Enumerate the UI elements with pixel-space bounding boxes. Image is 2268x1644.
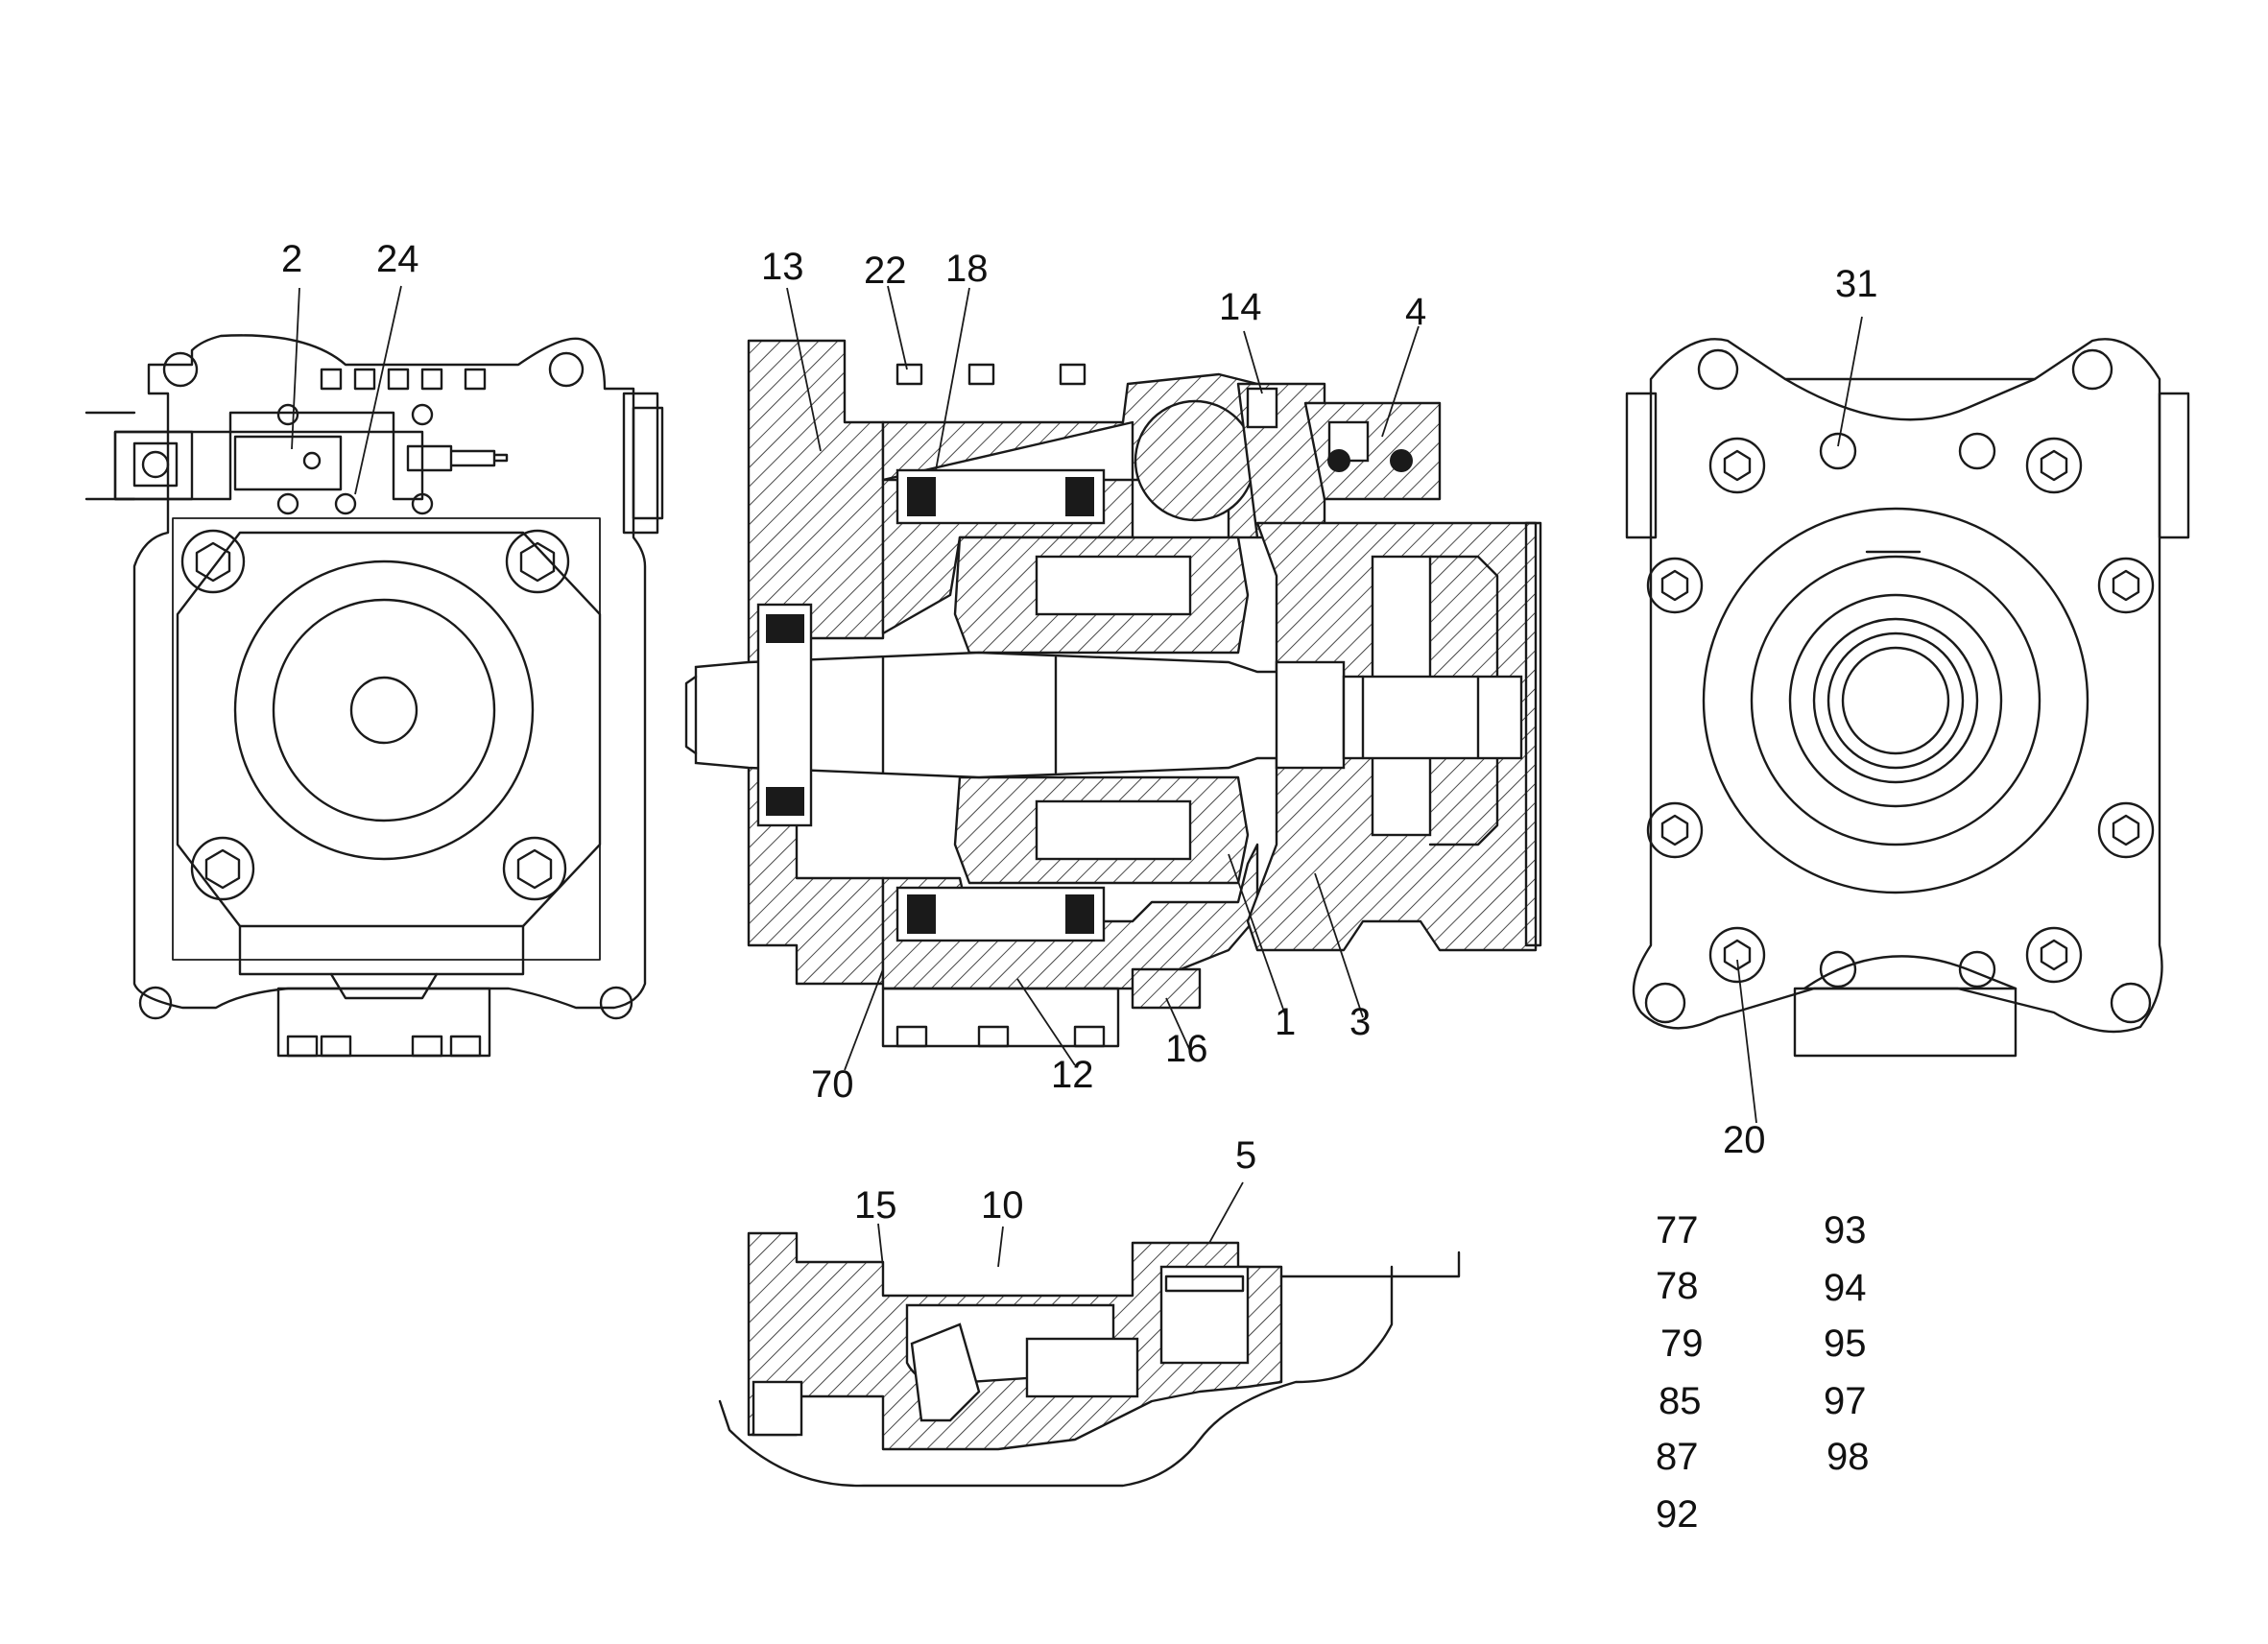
callout-70: 70 (811, 1063, 854, 1106)
part-number: 78 (1656, 1265, 1699, 1307)
front-view (84, 285, 664, 1058)
callout-4: 4 (1405, 291, 1427, 333)
callout-12: 12 (1051, 1054, 1094, 1096)
callout-13: 13 (761, 246, 804, 288)
callout-1: 1 (1275, 1001, 1297, 1043)
part-number: 94 (1824, 1267, 1867, 1309)
part-number: 77 (1656, 1209, 1699, 1251)
callout-18: 18 (945, 248, 989, 290)
part-number: 97 (1824, 1380, 1867, 1422)
part-number: 79 (1660, 1322, 1704, 1365)
part-number: 95 (1824, 1322, 1867, 1365)
callout-3: 3 (1349, 1001, 1372, 1043)
rear-view (1625, 316, 2190, 1124)
callout-5: 5 (1235, 1134, 1257, 1177)
part-number: 92 (1656, 1493, 1699, 1536)
part-number: 98 (1826, 1436, 1870, 1478)
callout-10: 10 (981, 1184, 1024, 1227)
callout-2: 2 (281, 238, 303, 280)
callout-20: 20 (1723, 1119, 1766, 1161)
part-number: 85 (1659, 1380, 1702, 1422)
section-view (684, 285, 1542, 1071)
callout-31: 31 (1835, 263, 1878, 305)
callout-24: 24 (376, 238, 419, 280)
callout-14: 14 (1219, 286, 1262, 328)
callout-16: 16 (1165, 1028, 1208, 1070)
part-number: 93 (1824, 1209, 1867, 1251)
detail-view (718, 1181, 1461, 1488)
part-number: 87 (1656, 1436, 1699, 1478)
callout-15: 15 (854, 1184, 897, 1227)
callout-22: 22 (864, 250, 907, 292)
